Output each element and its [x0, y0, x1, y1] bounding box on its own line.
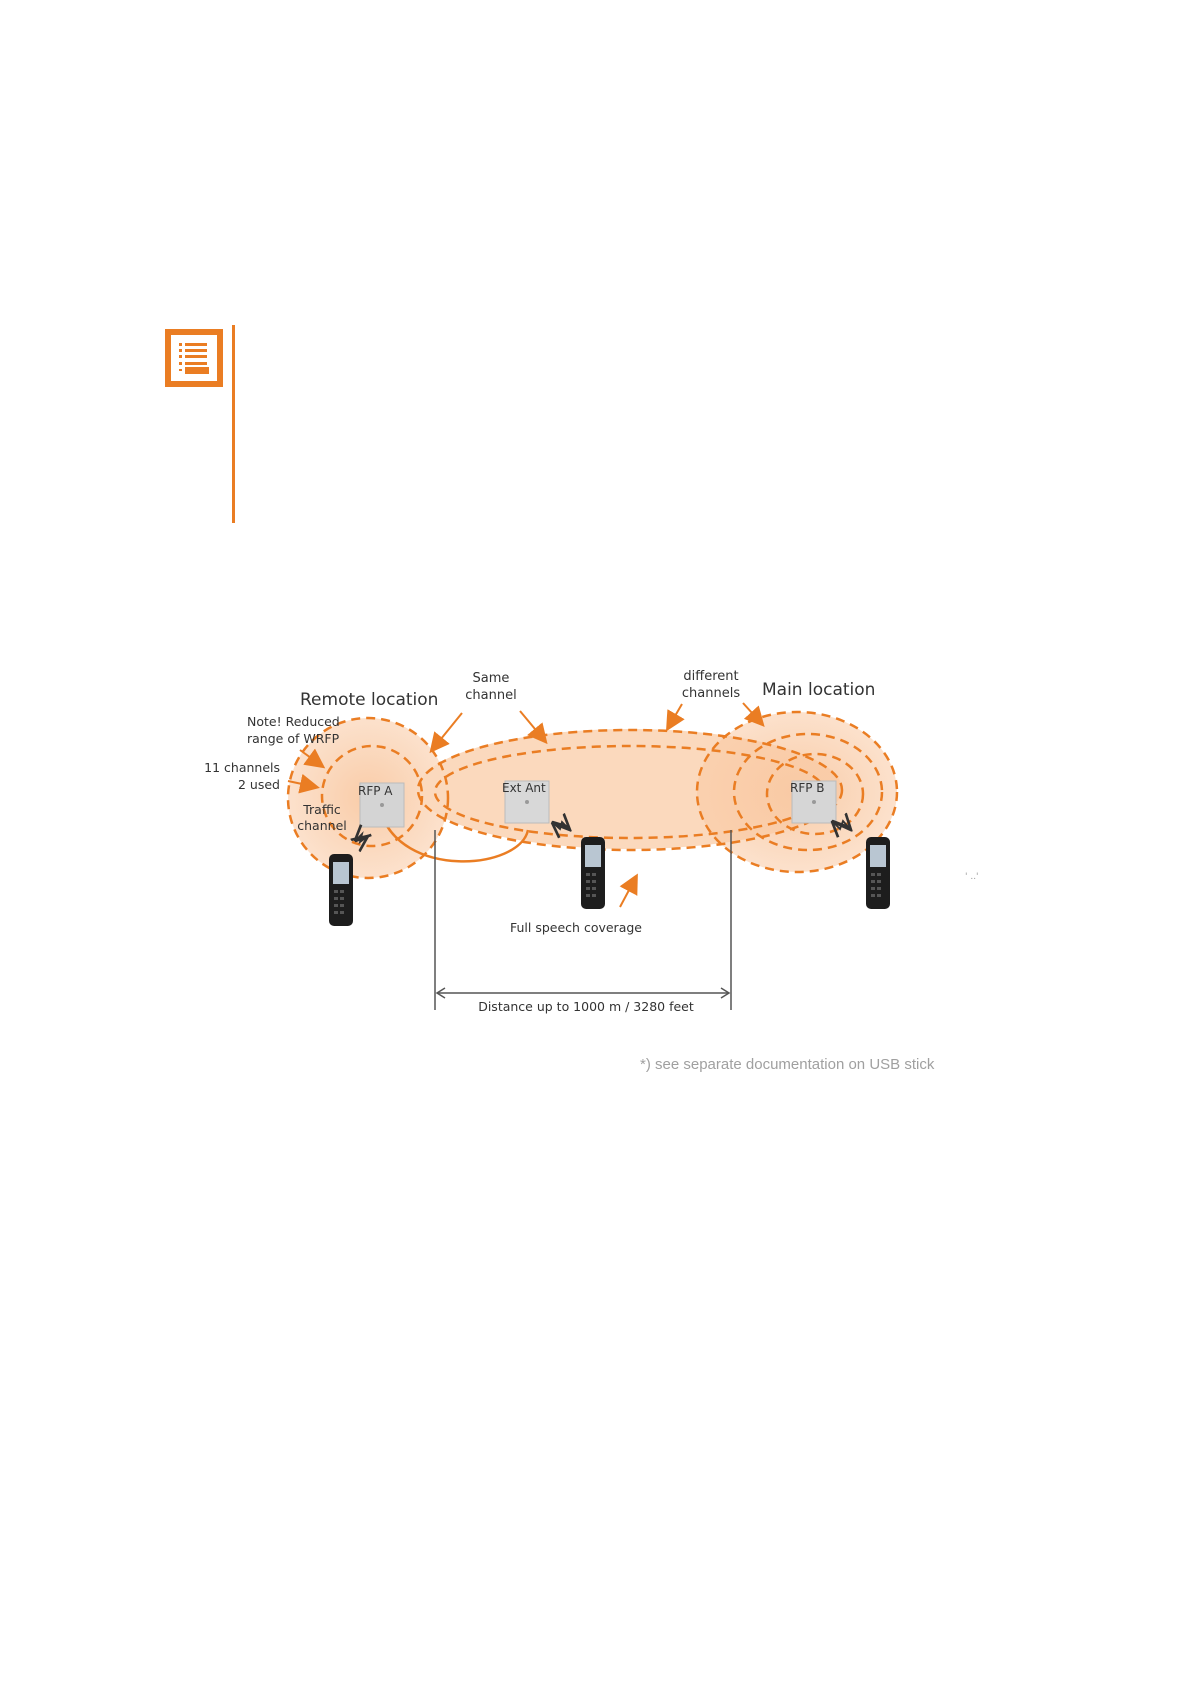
stray-mark: ' ..' — [965, 872, 979, 882]
rfp-a-label: RFP A — [358, 784, 393, 798]
channels-used-label-line2: 2 used — [238, 777, 280, 792]
traffic-channel-label-line2: channel — [297, 818, 346, 833]
same-channel-label-line1: Same — [473, 671, 510, 686]
different-channels-label-line1: different — [683, 669, 738, 684]
ext-ant-label: Ext Ant — [502, 781, 546, 795]
handset-icon — [329, 854, 353, 926]
main-location-label: Main location — [762, 680, 875, 700]
footnote: *) see separate documentation on USB sti… — [640, 1056, 934, 1073]
channels-used-label-line1: 11 channels — [204, 760, 280, 775]
note-reduced-label-line1: Note! Reduced — [247, 714, 340, 729]
rfp-b-label: RFP B — [790, 781, 825, 795]
distance-label: Distance up to 1000 m / 3280 feet — [478, 999, 694, 1014]
dect-coverage-diagram: Remote location Main location Same chann… — [0, 0, 1191, 1100]
handset-icon — [866, 837, 890, 909]
handset-icon — [581, 837, 605, 909]
same-channel-label-line2: channel — [465, 688, 516, 703]
remote-location-label: Remote location — [300, 690, 438, 710]
full-speech-coverage-label: Full speech coverage — [510, 920, 642, 935]
different-channels-label-line2: channels — [682, 686, 740, 701]
note-reduced-label-line2: range of WRFP — [247, 731, 340, 746]
traffic-channel-label-line1: Traffic — [302, 802, 341, 817]
